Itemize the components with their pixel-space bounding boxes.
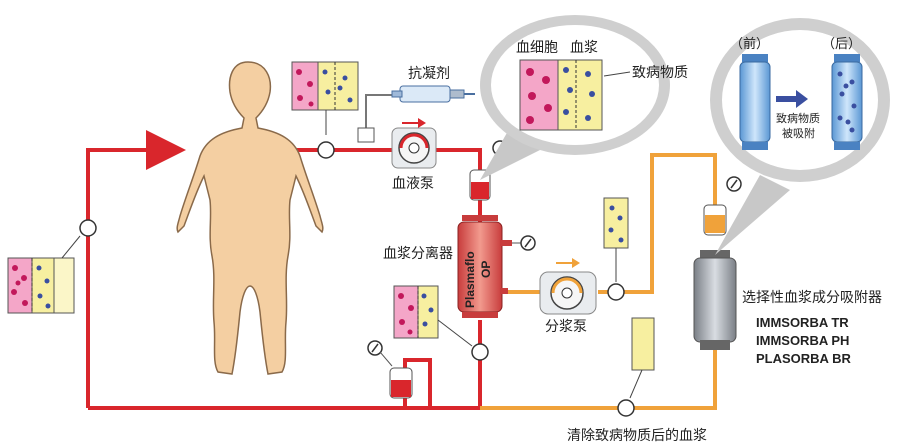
sampling-port-icon: [471, 343, 489, 361]
sampling-port-icon: [617, 399, 635, 417]
after-label: （后）: [822, 37, 861, 52]
pathogenic-substance-label: 致病物质: [632, 65, 688, 81]
anticoagulant-label: 抗凝剂: [408, 66, 450, 82]
blood-cells-label: 血细胞: [516, 40, 558, 56]
separator-brand-line1: Plasmaflo: [463, 251, 477, 308]
zoom-bubble-adsorption: [710, 18, 890, 255]
pressure-gauge-icon: [512, 235, 536, 251]
plasma-circuit-lines: [480, 153, 717, 410]
syringe-icon: [357, 85, 475, 143]
plasma-pump-label: 分浆泵: [545, 319, 587, 335]
separated-plasma-composition: [603, 197, 629, 249]
flow-arrow-icon: [402, 118, 426, 128]
initial-plasma-composition: [7, 257, 75, 314]
cleaned-plasma-label: 清除致病物质后的血浆: [567, 428, 707, 444]
zoom-bubble-separation: [480, 15, 670, 180]
adsorber-title: 选择性血浆成分吸附器: [742, 290, 882, 306]
flow-arrow-icon: [776, 90, 808, 108]
adsorbed-label-line2: 被吸附: [782, 126, 815, 140]
blood-pump: [391, 118, 437, 169]
pressure-gauge-icon: [367, 340, 393, 367]
before-label: （前）: [730, 36, 769, 52]
plasma-separator: [457, 215, 512, 318]
blood-pump-label: 血液泵: [392, 176, 434, 192]
adsorber-model-3: PLASORBA BR: [756, 351, 851, 366]
separator-brand-line2: OP: [479, 261, 493, 278]
adsorber-model-1: IMMSORBA TR: [756, 315, 849, 330]
plasma-separator-label: 血浆分离器: [383, 245, 453, 262]
drip-chamber-icon: [389, 367, 413, 399]
sampling-port-icon: [79, 219, 97, 237]
sample-pointer: [61, 235, 81, 259]
sampling-port-icon: [607, 283, 625, 301]
plasma-pump: [539, 258, 597, 315]
adsorber-model-2: IMMSORBA PH: [756, 333, 849, 348]
sampling-port-icon: [317, 141, 335, 159]
pressure-gauge-icon: [726, 176, 742, 192]
patient-body-silhouette: [176, 61, 324, 375]
selective-plasma-adsorber: [693, 250, 737, 350]
cleaned-plasma-box: [631, 317, 655, 371]
flow-arrow-icon: [556, 258, 580, 268]
drip-chamber-icon: [703, 204, 727, 236]
adsorbed-label-line1: 致病物质: [776, 111, 820, 125]
plasma-label: 血浆: [570, 40, 598, 56]
post-separator-composition: [393, 285, 439, 339]
pre-pump-composition: [291, 61, 359, 111]
